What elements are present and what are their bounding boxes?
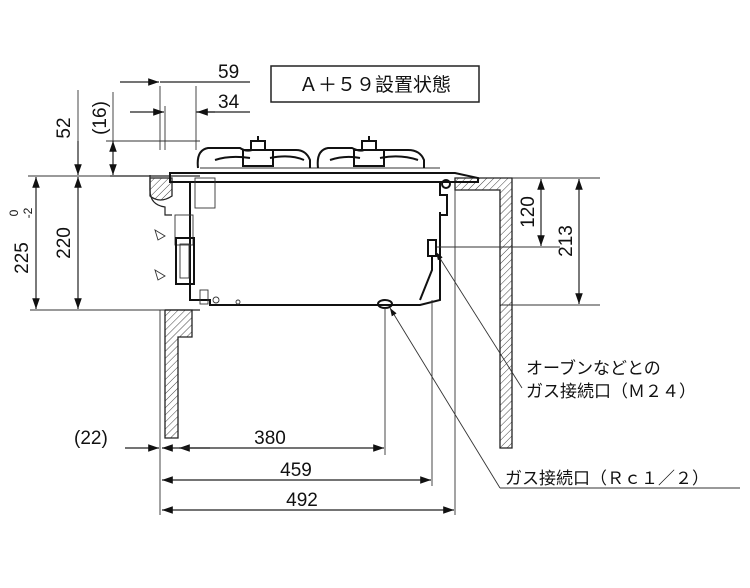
dim-220-label: 220 bbox=[54, 227, 75, 259]
note-gas-rc-text: ガス接続口（Ｒｃ１／２） bbox=[505, 469, 709, 489]
dim-52: 52 bbox=[54, 90, 82, 175]
dim-225-tol-upper: 0 bbox=[7, 209, 21, 216]
dim-220: 220 bbox=[54, 177, 82, 309]
note-oven-connection: オーブンなどとの ガス接続口（Ｍ２４） bbox=[435, 251, 696, 402]
dim-380: 380 bbox=[162, 428, 384, 452]
dim-22: (22) bbox=[74, 428, 210, 452]
title-box: Ａ＋５９設置状態 bbox=[270, 65, 480, 103]
cooktop-body bbox=[154, 136, 479, 309]
dim-380-label: 380 bbox=[254, 428, 286, 449]
dim-225: 225 0 -2 bbox=[7, 177, 40, 309]
dim-120: 120 bbox=[518, 179, 545, 246]
dim-459: 459 bbox=[162, 460, 431, 484]
countertop bbox=[110, 175, 200, 439]
dim-52-label: 52 bbox=[54, 117, 75, 138]
dim-213: 213 bbox=[556, 179, 583, 304]
dim-225-label: 225 bbox=[12, 242, 33, 274]
dim-492-label: 492 bbox=[286, 490, 318, 511]
dim-34: 34 bbox=[130, 92, 250, 116]
dim-59-label: 59 bbox=[218, 62, 239, 83]
dim-492: 492 bbox=[162, 490, 454, 514]
cabinet-wall bbox=[454, 177, 513, 449]
dim-16: (16) bbox=[90, 92, 117, 175]
title-text: Ａ＋５９設置状態 bbox=[299, 74, 451, 96]
note-oven-line2: ガス接続口（Ｍ２４） bbox=[526, 382, 696, 402]
dim-213-label: 213 bbox=[556, 225, 577, 257]
dim-16-label: (16) bbox=[90, 101, 111, 135]
reference-lines bbox=[28, 86, 600, 515]
note-oven-line1: オーブンなどとの bbox=[526, 358, 661, 379]
dim-34-label: 34 bbox=[218, 92, 240, 113]
dim-225-tol-lower: -2 bbox=[21, 207, 35, 218]
note-gas-rc: ガス接続口（Ｒｃ１／２） bbox=[389, 307, 740, 489]
dim-459-label: 459 bbox=[280, 460, 312, 481]
dim-59: 59 bbox=[120, 62, 250, 86]
dim-120-label: 120 bbox=[518, 196, 539, 228]
dim-22-label: (22) bbox=[74, 428, 108, 449]
